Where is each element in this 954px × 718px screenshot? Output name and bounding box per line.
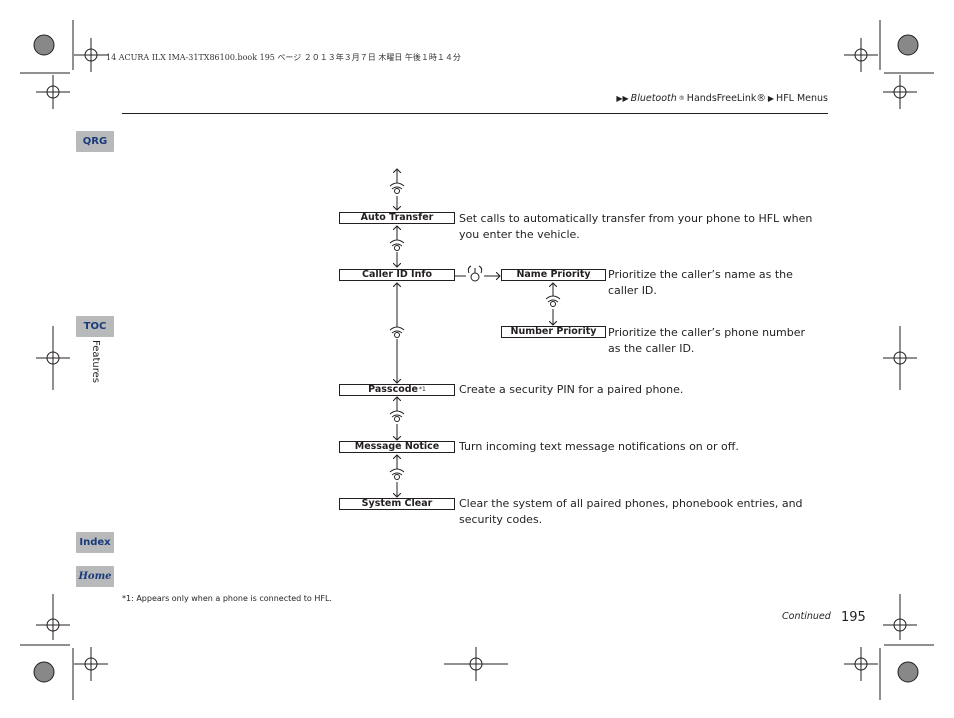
qrg-tab[interactable]: QRG [76, 131, 114, 152]
continued-label: Continued [782, 611, 831, 622]
message-notice-item[interactable]: Message Notice [339, 441, 455, 453]
breadcrumb-handsfreelink[interactable]: HandsFreeLink® [686, 93, 766, 104]
system-clear-label: System Clear [361, 498, 433, 510]
auto-transfer-description: Set calls to automatically transfer from… [459, 212, 813, 241]
system-clear-item[interactable]: System Clear [339, 498, 455, 510]
name-priority-item[interactable]: Name Priority [501, 269, 606, 281]
system-clear-description: Clear the system of all paired phones, p… [459, 497, 803, 526]
home-button[interactable]: Home [76, 566, 114, 587]
message-notice-description: Turn incoming text message notifications… [459, 440, 739, 453]
breadcrumb-reg-mark: ® [678, 95, 685, 102]
selector-icon [389, 410, 405, 422]
auto-transfer-item[interactable]: Auto Transfer [339, 212, 455, 224]
breadcrumb-arrow-icon: ▶▶ [616, 94, 629, 103]
breadcrumb-arrow-icon: ▶ [767, 94, 775, 103]
header-rule [122, 113, 828, 114]
name-priority-description: Prioritize the caller’s name as the call… [608, 268, 793, 297]
passcode-description: Create a security PIN for a paired phone… [459, 383, 684, 396]
selector-icon [389, 182, 405, 194]
passcode-note-mark: *1 [419, 386, 426, 393]
selector-icon [545, 295, 561, 307]
selector-icon [389, 239, 405, 251]
index-tab[interactable]: Index [76, 532, 114, 553]
number-priority-description: Prioritize the caller’s phone number as … [608, 326, 806, 355]
footnote: *1: Appears only when a phone is connect… [122, 594, 332, 603]
auto-transfer-label: Auto Transfer [360, 212, 434, 224]
passcode-label: Passcode [368, 384, 418, 396]
caller-id-info-label: Caller ID Info [361, 269, 433, 281]
page-number: 195 [841, 610, 866, 625]
number-priority-item[interactable]: Number Priority [501, 326, 606, 338]
selector-icon [389, 326, 405, 338]
toc-tab[interactable]: TOC [76, 316, 114, 337]
home-label: Home [78, 571, 112, 582]
passcode-item[interactable]: Passcode*1 [339, 384, 455, 396]
message-notice-label: Message Notice [354, 441, 440, 453]
selector-icon [389, 468, 405, 480]
breadcrumb-bluetooth[interactable]: Bluetooth [630, 93, 677, 104]
caller-id-info-item[interactable]: Caller ID Info [339, 269, 455, 281]
print-header: 14 ACURA ILX IMA-31TX86100.book 195 ページ … [106, 53, 461, 62]
number-priority-label: Number Priority [510, 326, 597, 338]
breadcrumb: ▶▶ Bluetooth® HandsFreeLink® ▶ HFL Menus [616, 93, 828, 104]
breadcrumb-hfl-menus: HFL Menus [776, 93, 828, 104]
press-knob-icon [467, 265, 483, 282]
name-priority-label: Name Priority [516, 269, 591, 281]
